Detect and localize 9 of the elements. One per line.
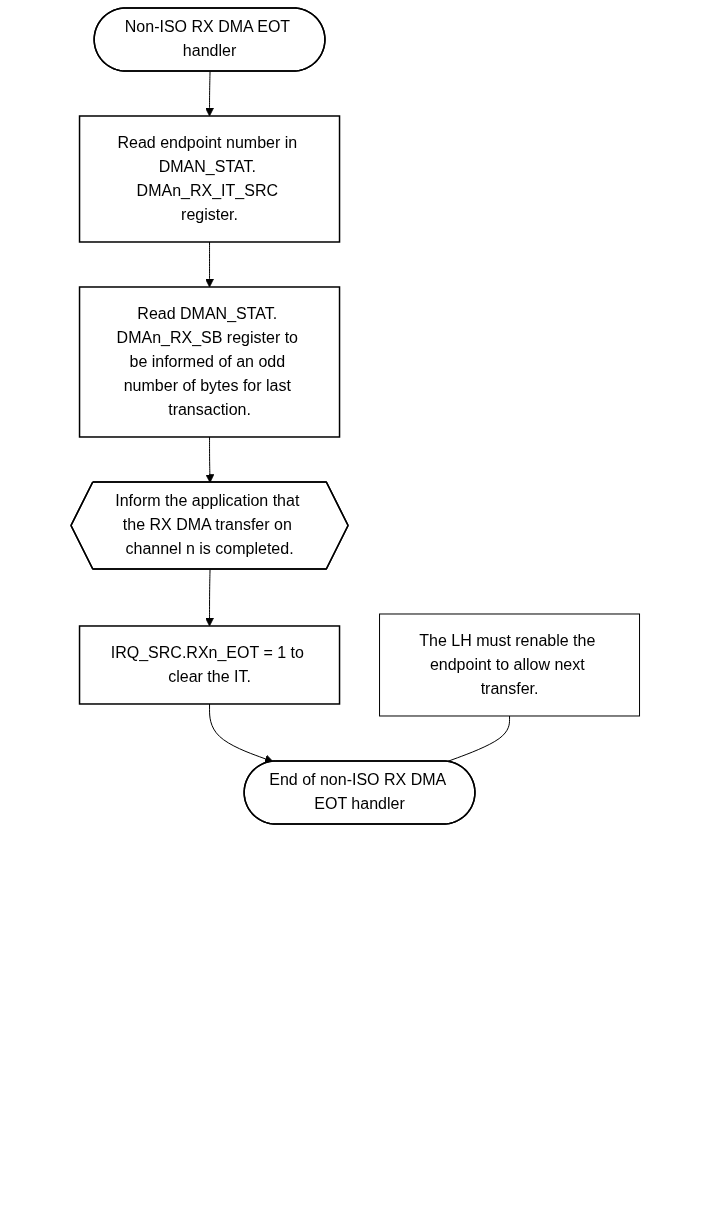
- node-box: IRQ_SRC.RXn_EOT = 1 to clear the IT.: [78, 625, 340, 705]
- arrow: [204, 71, 214, 117]
- node-box: Read DMAN_STAT. DMAn_RX_SB register to be informed of an odd number of bytes for last transaction.: [78, 286, 340, 438]
- node-box: Read endpoint number in DMAN_STAT. DMAn_RX_IT_SRC register.: [78, 115, 340, 243]
- arrow: [205, 436, 214, 483]
- node-box: The LH must renable the endpoint to allow next transfer.: [378, 613, 640, 717]
- arrow: [208, 703, 274, 764]
- arrow: [204, 241, 214, 288]
- arrow: [204, 569, 214, 627]
